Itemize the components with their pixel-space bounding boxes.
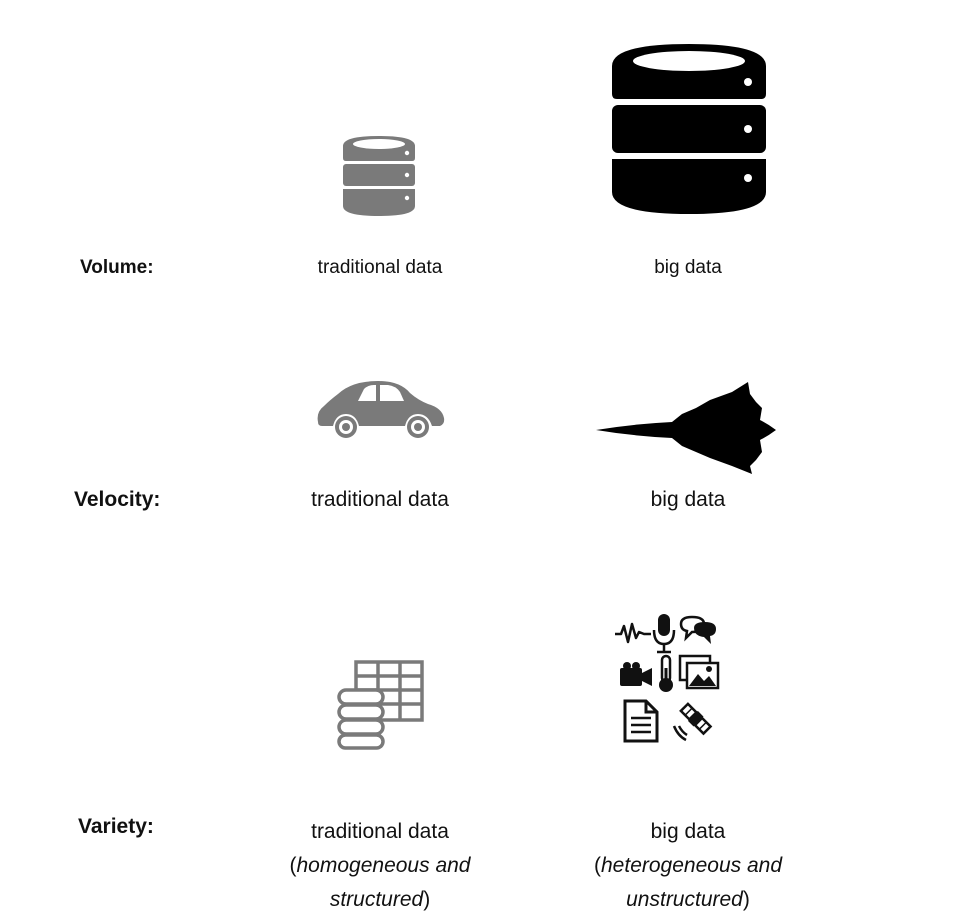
variety-big-caption: big data (heterogeneous and unstructured… (558, 815, 818, 917)
variety-traditional-note-italic-1: homogeneous and (296, 854, 471, 877)
image-gallery-icon (678, 654, 720, 690)
variety-big-note-italic-1: heterogeneous and (601, 854, 782, 877)
car-icon (317, 381, 445, 438)
variety-traditional-note-italic-2: structured (329, 888, 424, 911)
jet-icon (596, 382, 776, 474)
velocity-big-caption: big data (650, 488, 726, 511)
variety-big-note-italic-2: unstructured (626, 888, 743, 911)
volume-traditional-caption: traditional data (317, 257, 443, 278)
velocity-traditional-caption: traditional data (311, 488, 449, 511)
variety-traditional-title: traditional data (311, 820, 449, 843)
paren-open: ( (289, 854, 297, 877)
paren-open: ( (594, 854, 601, 877)
large-database-icon (612, 44, 766, 214)
satellite-icon (672, 702, 713, 742)
volume-big-caption: big data (654, 257, 722, 278)
variety-big-note-line2: unstructured) (558, 883, 818, 917)
row-label-velocity: Velocity: (74, 488, 161, 511)
microphone-icon (652, 614, 676, 654)
variety-big-title: big data (650, 820, 726, 843)
table-database-icon (337, 660, 424, 750)
paren-close: ) (423, 888, 431, 911)
variety-traditional-note-line1: (homogeneous and (250, 849, 510, 883)
chat-bubbles-icon (679, 615, 716, 644)
variety-big-note-line1: (heterogeneous and (558, 849, 818, 883)
row-label-volume: Volume: (80, 257, 154, 278)
row-label-variety: Variety: (78, 815, 154, 838)
small-database-icon (343, 136, 415, 216)
video-camera-icon (620, 662, 652, 686)
document-icon (623, 699, 659, 743)
thermometer-icon (659, 654, 673, 692)
variety-traditional-caption: traditional data (homogeneous and struct… (250, 815, 510, 917)
variety-traditional-note-line2: structured) (250, 883, 510, 917)
paren-close: ) (742, 888, 750, 911)
waveform-icon (615, 622, 651, 644)
